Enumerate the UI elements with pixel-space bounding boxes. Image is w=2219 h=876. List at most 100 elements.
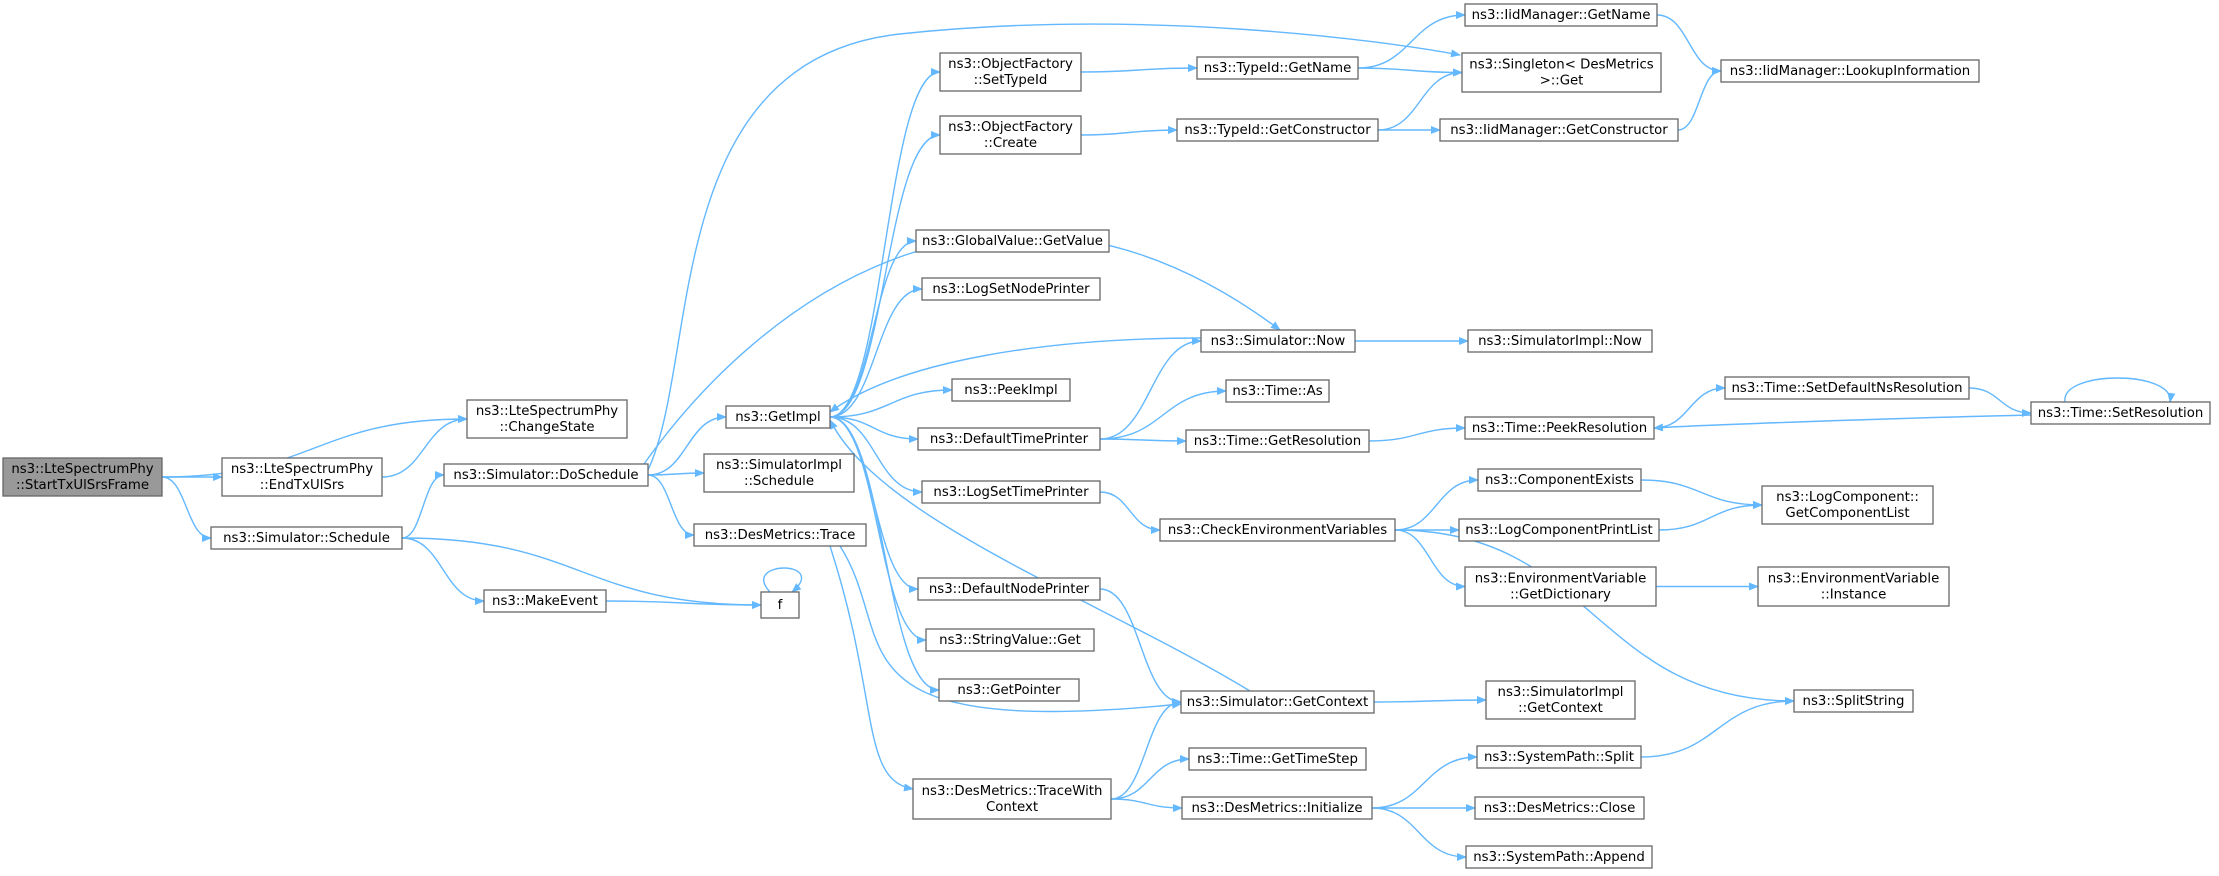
function-node[interactable]: ns3::SimulatorImpl::Now [1467,329,1653,353]
function-node[interactable]: ns3::MakeEvent [483,589,607,613]
node-box[interactable] [1225,379,1330,403]
function-node[interactable]: ns3::Simulator::Now [1200,329,1356,353]
node-box[interactable] [938,678,1080,702]
node-box[interactable] [483,589,607,613]
node-box[interactable] [1439,118,1679,142]
node-box[interactable] [917,427,1101,451]
function-node[interactable]: ns3::SimulatorImpl::Schedule [703,453,855,493]
root-function-node[interactable]: ns3::LteSpectrumPhy::StartTxUlSrsFrame [2,457,163,497]
node-box[interactable] [1720,59,1980,83]
node-box[interactable] [1724,376,1970,400]
node-label: ns3::SimulatorImpl [1498,685,1624,700]
function-node[interactable]: ns3::TypeId::GetConstructor [1176,118,1379,142]
node-box[interactable] [1196,56,1359,80]
function-node[interactable]: ns3::ComponentExists [1477,468,1642,492]
node-box[interactable] [1757,566,1950,607]
node-box[interactable] [921,480,1101,504]
function-node[interactable]: ns3::PeekImpl [951,378,1071,402]
function-node[interactable]: ns3::SystemPath::Append [1465,845,1653,869]
function-node[interactable]: ns3::SimulatorImpl::GetContext [1485,680,1636,720]
node-box[interactable] [703,453,855,493]
node-box[interactable] [1476,745,1642,769]
function-node[interactable]: ns3::DefaultTimePrinter [917,427,1101,451]
function-node[interactable]: ns3::DefaultNodePrinter [917,577,1101,601]
function-node[interactable]: ns3::StringValue::Get [925,628,1095,652]
node-box[interactable] [1464,3,1658,27]
function-node[interactable]: ns3::LogSetNodePrinter [921,277,1101,301]
node-box[interactable] [1467,329,1653,353]
function-node[interactable]: ns3::GetPointer [938,678,1080,702]
node-box[interactable] [1474,796,1645,820]
function-node[interactable]: ns3::LteSpectrumPhy::ChangeState [466,399,628,439]
function-node[interactable]: ns3::Time::As [1225,379,1330,403]
node-box[interactable] [939,52,1082,92]
function-node[interactable]: ns3::TypeId::GetName [1196,56,1359,80]
node-box[interactable] [1485,680,1636,720]
edge-n35-to-n45 [1640,479,1763,509]
function-node[interactable]: ns3::Simulator::Schedule [210,526,403,550]
node-box[interactable] [951,378,1071,402]
node-box[interactable] [210,526,403,550]
function-node[interactable]: ns3::DesMetrics::Trace [693,523,867,547]
function-node[interactable]: ns3::EnvironmentVariable::GetDictionary [1464,566,1657,607]
node-box[interactable] [1465,845,1653,869]
node-label: ns3::CheckEnvironmentVariables [1168,523,1387,538]
node-box[interactable] [2,457,163,497]
node-box[interactable] [1159,518,1396,542]
node-box[interactable] [221,457,383,497]
node-box[interactable] [917,577,1101,601]
function-node[interactable]: ns3::IidManager::LookupInformation [1720,59,1980,83]
function-node[interactable]: ns3::Time::PeekResolution [1464,416,1655,440]
function-node[interactable]: ns3::Simulator::DoSchedule [443,463,649,487]
function-node[interactable]: ns3::Time::SetResolution [2030,401,2211,425]
function-node[interactable]: ns3::Time::GetResolution [1185,429,1370,453]
function-node[interactable]: ns3::IidManager::GetName [1464,3,1658,27]
node-box[interactable] [1185,429,1370,453]
node-box[interactable] [466,399,628,439]
node-box[interactable] [1181,796,1373,820]
function-node[interactable]: ns3::GetImpl [725,405,831,429]
function-node[interactable]: ns3::IidManager::GetConstructor [1439,118,1679,142]
node-box[interactable] [915,229,1110,253]
function-node[interactable]: ns3::DesMetrics::Initialize [1181,796,1373,820]
node-box[interactable] [925,628,1095,652]
node-box[interactable] [939,115,1082,155]
function-node[interactable]: ns3::SplitString [1793,689,1914,713]
function-node[interactable]: ns3::DesMetrics::Close [1474,796,1645,820]
node-box[interactable] [1458,518,1660,542]
edge-n29-to-n39 [1371,753,1478,809]
function-node[interactable]: ns3::Simulator::GetContext [1180,690,1375,714]
node-box[interactable] [443,463,649,487]
function-node[interactable]: ns3::EnvironmentVariable::Instance [1757,566,1950,607]
node-box[interactable] [921,277,1101,301]
node-box[interactable] [2030,401,2211,425]
function-node[interactable]: ns3::LteSpectrumPhy::EndTxUlSrs [221,457,383,497]
function-node[interactable]: ns3::CheckEnvironmentVariables [1159,518,1396,542]
function-node[interactable]: ns3::ObjectFactory::Create [939,115,1082,155]
function-node[interactable]: ns3::Singleton< DesMetrics >::Get [1461,52,1662,93]
node-box[interactable] [1461,52,1662,93]
node-box[interactable] [1176,118,1379,142]
function-node[interactable]: ns3::GlobalValue::GetValue [915,229,1110,253]
function-node[interactable]: ns3::LogComponentPrintList [1458,518,1660,542]
node-box[interactable] [1464,566,1657,607]
node-box[interactable] [1200,329,1356,353]
node-box[interactable] [760,591,800,619]
function-node[interactable]: ns3::Time::SetDefaultNsResolution [1724,376,1970,400]
node-box[interactable] [1793,689,1914,713]
node-box[interactable] [693,523,867,547]
function-node[interactable]: ns3::ObjectFactory::SetTypeId [939,52,1082,92]
function-node[interactable]: f [760,591,800,619]
node-box[interactable] [1761,485,1934,525]
function-node[interactable]: ns3::LogSetTimePrinter [921,480,1101,504]
function-node[interactable]: ns3::Time::GetTimeStep [1188,747,1367,771]
function-node[interactable]: ns3::LogComponent::GetComponentList [1761,485,1934,525]
node-box[interactable] [1477,468,1642,492]
node-box[interactable] [912,778,1112,820]
node-box[interactable] [725,405,831,429]
node-box[interactable] [1464,416,1655,440]
node-box[interactable] [1188,747,1367,771]
function-node[interactable]: ns3::SystemPath::Split [1476,745,1642,769]
node-box[interactable] [1180,690,1375,714]
